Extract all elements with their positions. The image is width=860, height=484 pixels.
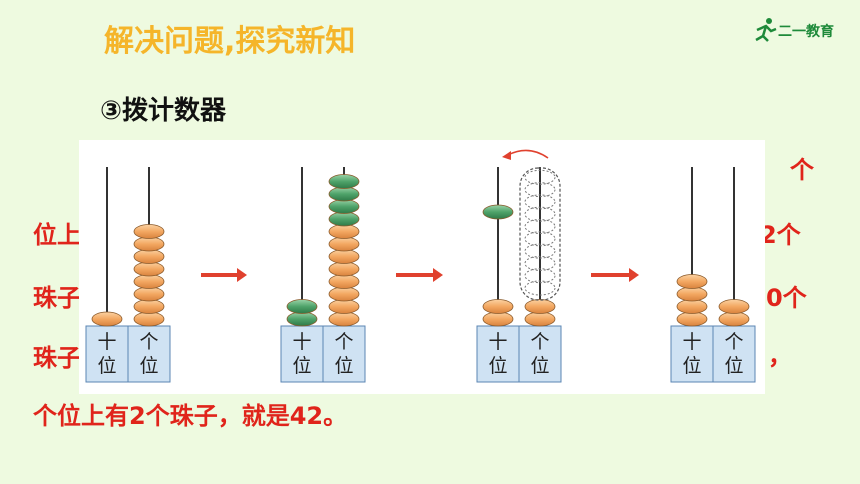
- text-fragment-right-2: 2个: [760, 221, 801, 249]
- ones-bead-exchanged: [524, 169, 556, 185]
- ones-bead-exchanged: [524, 219, 556, 234]
- tens-bead: [676, 274, 708, 289]
- conclusion-text: 个位上有2个珠子，就是42。: [33, 402, 348, 430]
- ones-bead-exchanged: [524, 182, 556, 198]
- label-ones-char: 位: [139, 355, 158, 377]
- label-tens-char: 十: [682, 331, 701, 353]
- ones-bead-exchanged: [524, 268, 556, 284]
- label-tens-char: 十: [488, 331, 507, 353]
- ones-bead: [328, 286, 360, 302]
- tens-bead: [91, 311, 123, 327]
- runner-icon: [755, 18, 777, 42]
- label-tens-char: 位: [682, 355, 701, 377]
- label-ones-char: 位: [724, 355, 743, 377]
- ones-bead: [133, 249, 165, 264]
- ones-bead: [133, 236, 165, 252]
- label-tens-char: 十: [292, 331, 311, 353]
- ones-bead: [328, 236, 360, 252]
- label-tens-char: 位: [97, 355, 116, 377]
- tens-bead: [482, 299, 514, 314]
- text-fragment-left-4: 珠子: [33, 344, 81, 372]
- tens-bead-new: [286, 311, 318, 327]
- tens-bead: [676, 311, 708, 327]
- ones-bead: [133, 299, 165, 314]
- section-subtitle: ③拨计数器: [100, 96, 227, 126]
- label-box-tens: [476, 325, 520, 383]
- ones-bead: [133, 261, 165, 277]
- tens-bead: [676, 286, 708, 302]
- abacus-illustration: 十位个位十位个位十位个位十位个位: [79, 140, 765, 394]
- ones-bead: [328, 261, 360, 277]
- logo: 二一教育: [752, 16, 848, 46]
- label-box-tens: [670, 325, 714, 383]
- ones-bead: [133, 274, 165, 289]
- text-fragment-left-2: 位上: [33, 221, 81, 249]
- ones-bead-exchanged: [524, 231, 556, 247]
- step-arrow-head-icon: [433, 268, 443, 282]
- exchange-arrow-head-icon: [502, 151, 511, 160]
- ones-bead-new: [328, 199, 360, 214]
- text-fragment-right-1: 个: [790, 156, 814, 184]
- ones-bead: [718, 299, 750, 314]
- tens-bead-exchanged: [482, 204, 514, 220]
- ones-bead: [133, 286, 165, 302]
- ones-bead-exchanged: [524, 255, 556, 271]
- label-box-ones: [322, 325, 366, 383]
- label-tens-char: 十: [97, 331, 116, 353]
- text-fragment-left-3: 珠子: [33, 284, 81, 312]
- label-box-ones: [518, 325, 562, 383]
- ones-bead-exchanged: [524, 280, 556, 296]
- text-fragment-right-4: ，: [768, 342, 792, 370]
- label-box-ones: [712, 325, 756, 383]
- ones-bead: [328, 311, 360, 327]
- ones-bead-new: [328, 186, 360, 202]
- ones-bead: [328, 274, 360, 289]
- ones-bead-exchanged: [524, 206, 556, 222]
- label-ones-char: 位: [334, 355, 353, 377]
- page-title: 解决问题,探究新知: [104, 24, 356, 59]
- label-ones-char: 位: [530, 355, 549, 377]
- step-arrow-head-icon: [629, 268, 639, 282]
- tens-bead: [482, 311, 514, 327]
- exchange-group-outline: [519, 167, 561, 301]
- ones-bead-new: [328, 211, 360, 227]
- label-ones-char: 个: [530, 331, 549, 353]
- ones-bead: [133, 311, 165, 327]
- label-ones-char: 个: [334, 331, 353, 353]
- step-arrow-head-icon: [237, 268, 247, 282]
- label-tens-char: 位: [292, 355, 311, 377]
- label-tens-char: 位: [488, 355, 507, 377]
- ones-bead: [328, 224, 360, 239]
- tens-bead: [676, 299, 708, 314]
- ones-bead: [133, 224, 165, 239]
- ones-bead-new: [328, 174, 360, 189]
- label-ones-char: 个: [724, 331, 743, 353]
- label-ones-char: 个: [139, 331, 158, 353]
- ones-bead-exchanged: [524, 243, 556, 259]
- ones-bead: [524, 311, 556, 327]
- ones-bead: [328, 299, 360, 314]
- text-fragment-right-3: 0个: [766, 284, 807, 312]
- ones-bead: [328, 249, 360, 264]
- tens-bead-new: [286, 299, 318, 314]
- ones-bead: [524, 299, 556, 314]
- ones-bead: [718, 311, 750, 327]
- logo-text: 二一教育: [778, 24, 834, 40]
- label-box-tens: [85, 325, 129, 383]
